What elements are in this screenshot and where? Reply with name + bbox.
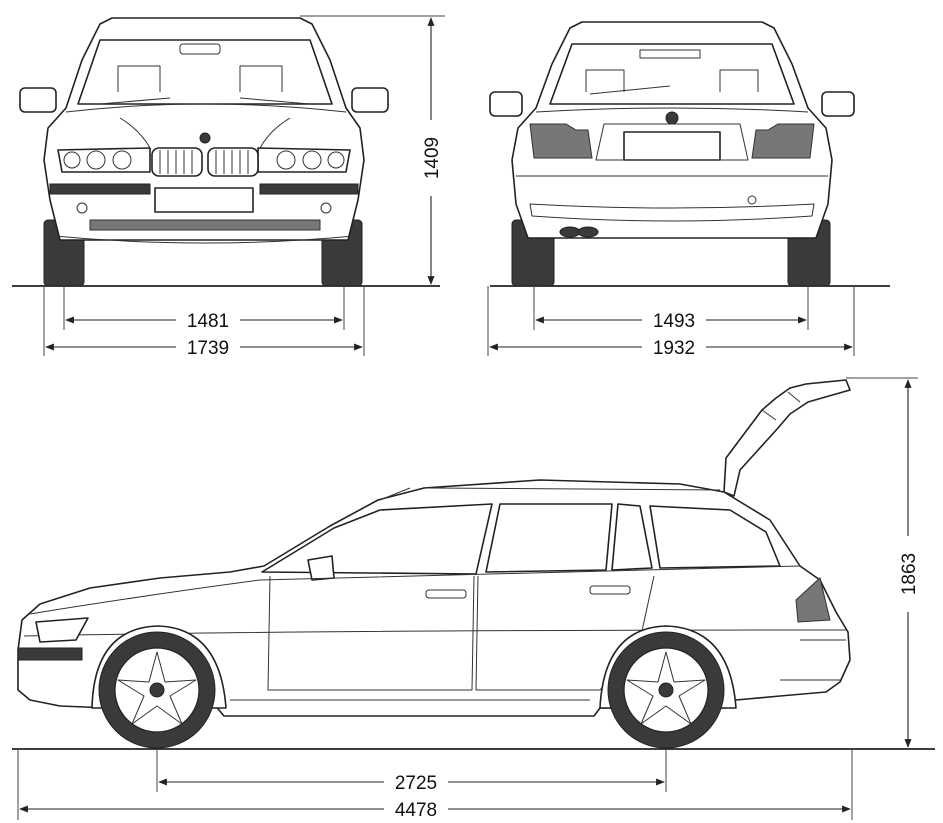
headlight-right-lamp-outer [327,151,345,169]
front-seat-left [117,65,161,92]
belt-line [23,629,847,637]
front-view: 1409 1481 1739 [12,15,445,359]
fog-light-left [76,202,88,214]
headlight-right-lamp-mid [302,150,322,170]
side-headlight [35,617,89,643]
cargo-side-window [649,505,781,569]
rear-quarter-window-small [611,503,653,571]
exhaust-pipe-1 [559,226,581,238]
front-height-label-bg [421,120,441,196]
front-wipers [99,97,311,105]
front-wheel [98,631,216,749]
rear-window [549,43,795,105]
front-door-handle [425,589,467,599]
rear-side-mirror-left [489,91,523,117]
side-tail-light [795,577,831,623]
side-mirror [307,555,335,581]
front-track-label-bg [176,308,240,332]
lower-air-intake [89,219,321,231]
tail-light-right [751,123,815,159]
front-license-plate [154,187,254,213]
wheelbase-label-bg [384,770,448,794]
front-width-label: 1739 [187,338,229,359]
wheelbase-label: 2725 [395,773,437,794]
rear-track-label: 1493 [653,311,695,332]
kidney-grille [151,147,259,177]
rear-track-label-bg [642,308,706,332]
front-track-label: 1481 [187,311,229,332]
rear-side-window [485,503,613,573]
rear-side-mirror-right [821,91,855,117]
shoulder-line [29,565,801,615]
rear-view: 1493 1932 [487,21,890,359]
front-seat-right [239,65,283,92]
side-height-label-bg [898,536,918,612]
exhaust-pipe-2 [577,226,599,238]
rear-roof-line [535,107,809,113]
front-hood-creases [119,117,291,149]
length-label-bg [384,797,448,821]
headlight-left [57,147,151,173]
rear-width-label: 1932 [653,338,695,359]
rear-tailgate-panel [595,123,749,161]
headlight-left-lamp-mid [86,150,106,170]
front-side-mirror-left [19,87,57,113]
bumper-strip-left [49,183,151,195]
front-bumper-lower-edge [53,235,355,244]
rear-wiper [589,85,671,95]
front-side-mirror-right [351,87,389,113]
rear-fog-light [747,195,757,205]
roof-rail [379,487,721,501]
front-logo [199,132,211,144]
length-label: 4478 [395,800,437,821]
rear-headrests [585,69,759,92]
open-tailgate [723,379,851,497]
rear-brake-light-top [639,49,701,59]
rear-bumper-strip [529,203,815,222]
rear-door-handle [589,585,631,595]
front-width-label-bg [176,335,240,359]
front-mirror [179,43,221,55]
front-windshield [77,39,333,105]
rear-bumper-lines [780,639,846,681]
side-height-label: 1863 [899,553,920,595]
front-hood-edge [65,103,347,113]
front-side-window [261,503,493,575]
rear-license-plate [623,131,721,161]
front-door [267,575,475,691]
headlight-right-lamp-inner [276,150,296,170]
rear-logo [665,111,679,125]
front-height-label: 1409 [422,137,443,179]
open-tailgate-details [761,391,801,421]
fog-light-right [320,202,332,214]
bumper-strip-right [259,183,359,195]
side-view: 1863 2725 4478 [12,377,935,821]
headlight-left-lamp-inner [112,150,132,170]
headlight-left-lamp-outer [63,151,81,169]
rear-door [475,575,655,691]
front-bumper-strip [17,647,83,661]
rear-wheel [607,631,725,749]
rear-width-label-bg [642,335,706,359]
tail-light-left [529,123,593,159]
